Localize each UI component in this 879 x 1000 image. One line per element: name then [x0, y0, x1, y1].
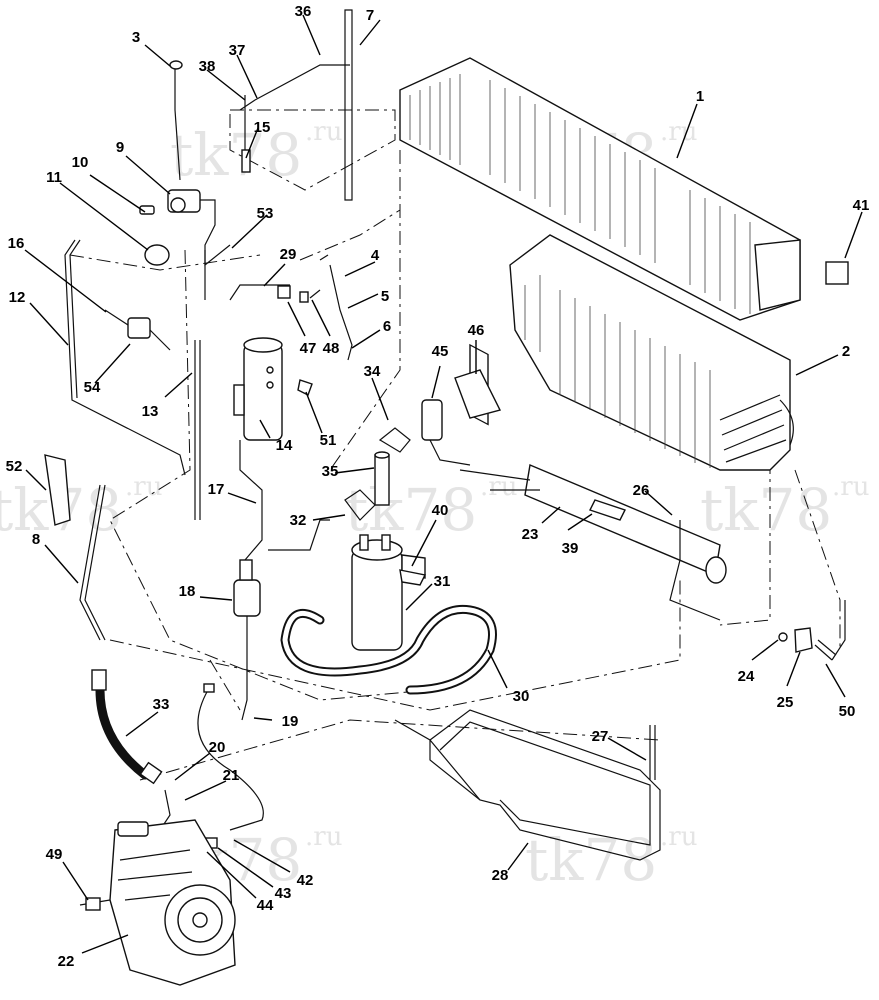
callout-39: 39 [562, 540, 579, 557]
callout-32: 32 [290, 512, 307, 529]
routing-lines [69, 109, 841, 781]
callout-labels: 1 2 3 4 5 6 7 8 9 10 11 12 13 14 15 16 1… [6, 3, 870, 970]
callout-49: 49 [46, 846, 63, 863]
callout-7: 7 [366, 7, 374, 24]
callout-27: 27 [592, 728, 609, 745]
callout-54: 54 [84, 379, 101, 396]
callout-2: 2 [842, 343, 850, 360]
callout-13: 13 [142, 403, 159, 420]
bracket [454, 369, 502, 419]
callout-36: 36 [295, 3, 312, 20]
callout-28: 28 [492, 867, 509, 884]
valve-assembly [139, 9, 353, 300]
callout-9: 9 [116, 139, 124, 156]
callout-25: 25 [777, 694, 794, 711]
receiver-tank [229, 284, 290, 561]
callout-10: 10 [72, 154, 89, 171]
watermark-suffix: .ru [305, 117, 342, 147]
callout-8: 8 [32, 531, 40, 548]
callout-42: 42 [297, 872, 314, 889]
watermark-suffix: .ru [305, 822, 342, 852]
callout-45: 45 [432, 343, 449, 360]
callout-20: 20 [209, 739, 226, 756]
callout-50: 50 [839, 703, 856, 720]
callout-15: 15 [254, 119, 271, 136]
callout-34: 34 [364, 363, 381, 380]
solenoid-coil [144, 244, 170, 266]
watermark-suffix: .ru [660, 117, 697, 147]
left-piping [44, 239, 201, 641]
watermark-text: tk78 [170, 121, 302, 189]
callout-16: 16 [8, 235, 25, 252]
drain-pan-heater [394, 709, 661, 861]
callout-12: 12 [9, 289, 26, 306]
callout-23: 23 [522, 526, 539, 543]
watermark-suffix: .ru [660, 822, 697, 852]
watermark-text: tk78 [700, 476, 832, 544]
discharge-fittings [344, 369, 502, 521]
callout-3: 3 [132, 29, 140, 46]
callout-31: 31 [434, 573, 451, 590]
watermark-suffix: .ru [125, 472, 162, 502]
callout-44: 44 [257, 897, 274, 914]
callout-33: 33 [153, 696, 170, 713]
suction-hose [280, 604, 497, 695]
compressor [79, 819, 236, 986]
callout-47: 47 [300, 340, 317, 357]
callout-21: 21 [223, 767, 240, 784]
watermark-suffix: .ru [480, 472, 517, 502]
callout-43: 43 [275, 885, 292, 902]
leader-lines [24, 14, 863, 954]
callout-41: 41 [853, 197, 870, 214]
small-components [204, 244, 849, 586]
callout-4: 4 [371, 247, 380, 264]
callout-1: 1 [696, 88, 704, 105]
callout-52: 52 [6, 458, 23, 475]
callout-38: 38 [199, 58, 216, 75]
label-decal [589, 499, 626, 521]
callout-26: 26 [633, 482, 650, 499]
callout-22: 22 [58, 953, 75, 970]
callout-29: 29 [280, 246, 297, 263]
mounting-bracket [44, 454, 71, 526]
callout-14: 14 [276, 437, 293, 454]
pressure-switch [85, 897, 101, 911]
callout-40: 40 [432, 502, 449, 519]
callout-5: 5 [381, 288, 389, 305]
callout-17: 17 [208, 481, 225, 498]
callout-18: 18 [179, 583, 196, 600]
warning-decal [825, 261, 849, 285]
compressor-hoses [91, 669, 264, 849]
callout-46: 46 [468, 322, 485, 339]
callout-11: 11 [46, 169, 62, 186]
watermark-bottom: tk78 .ru tk78 .ru [170, 822, 697, 894]
callout-35: 35 [322, 463, 339, 480]
watermark-text: tk78 [345, 476, 477, 544]
callout-37: 37 [229, 42, 246, 59]
callout-6: 6 [383, 318, 391, 335]
watermark-suffix: .ru [832, 472, 869, 502]
liquid-line-solenoid [127, 317, 151, 339]
evaporator-coil [509, 234, 794, 471]
callout-24: 24 [738, 668, 755, 685]
callout-48: 48 [323, 340, 340, 357]
callout-53: 53 [257, 205, 274, 222]
filter-drier [233, 519, 330, 721]
callout-30: 30 [513, 688, 530, 705]
callout-19: 19 [282, 713, 299, 730]
heat-exchanger [459, 464, 727, 621]
expansion-fittings [778, 600, 846, 661]
accumulator-tank [351, 534, 426, 651]
callout-51: 51 [320, 432, 337, 449]
